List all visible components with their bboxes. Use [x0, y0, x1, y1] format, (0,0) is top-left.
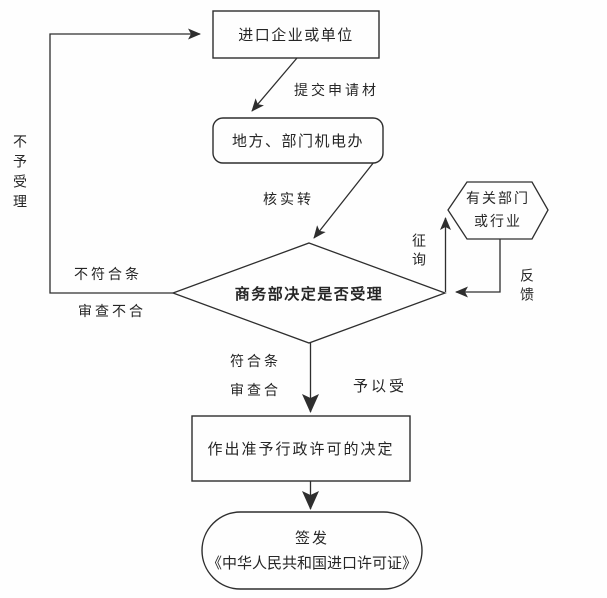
- importer-label: 进口企业或单位: [238, 26, 354, 44]
- departments-label: 有关部门 或行业: [448, 182, 548, 239]
- submit-application-label: 提交申请材: [294, 83, 379, 99]
- feedback-label: 反馈: [518, 268, 534, 306]
- node-local-office-box: [212, 117, 384, 164]
- not-conforming-label-line2: 审查不合: [78, 304, 146, 320]
- issue-license-label: 签发 《中华人民共和国进口许可证》: [202, 512, 422, 589]
- edge-verify-transfer: [313, 161, 375, 239]
- grant-decision-label: 作出准予行政许可的决定: [207, 440, 395, 458]
- node-departments-hexagon: [447, 181, 549, 240]
- edge-submit-application: [251, 57, 298, 112]
- verify-transfer-label: 核实转: [263, 192, 314, 208]
- consult-label: 征询: [410, 233, 426, 271]
- decision-label: 商务部决定是否受理: [234, 284, 384, 303]
- node-importer-box: [212, 10, 380, 59]
- departments-label-line1: 有关部门: [466, 191, 530, 208]
- conforming-label-line2: 审查合: [230, 383, 281, 399]
- local-office-label: 地方、部门机电办: [231, 132, 364, 150]
- edge-feedback: [455, 239, 501, 298]
- accept-label: 予以受: [353, 377, 408, 395]
- not-conforming-label-line1: 不符合条: [74, 267, 142, 283]
- departments-label-line2: 或行业: [474, 213, 522, 230]
- issue-license-line2: 《中华人民共和国进口许可证》: [206, 553, 417, 572]
- issue-license-line1: 签发: [294, 528, 329, 547]
- conforming-label-line1: 符合条: [230, 354, 281, 370]
- node-issue-license-terminator: [201, 511, 423, 590]
- node-decision-diamond: [171, 242, 447, 344]
- node-grant-decision-box: [191, 415, 411, 482]
- not-accepted-label: 不予受理: [11, 134, 27, 214]
- edge-reject-loop: [49, 28, 201, 294]
